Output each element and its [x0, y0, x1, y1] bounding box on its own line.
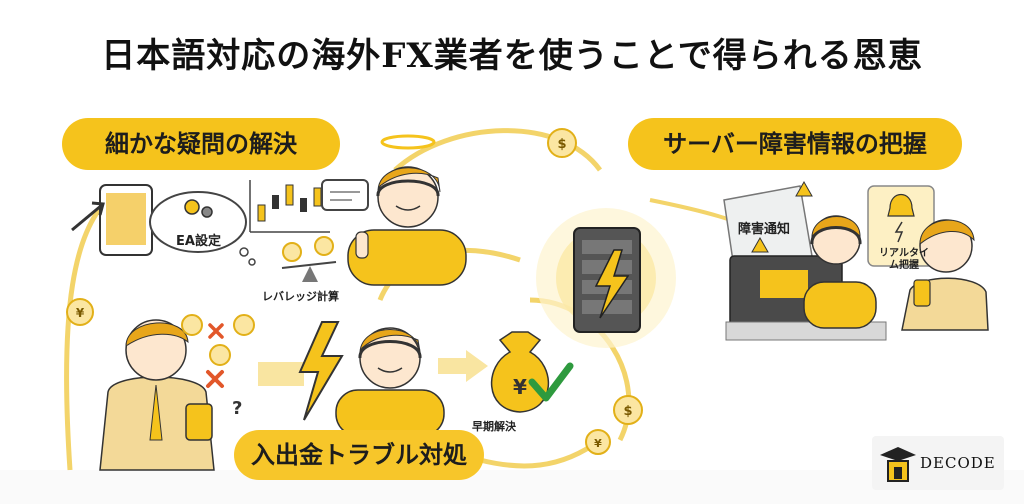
operator-bottom — [335, 327, 445, 437]
dollar-coin-icon: $ — [613, 395, 643, 425]
yen-coin-icon: ¥ — [585, 429, 611, 455]
leverage-label: レバレッジ計算 — [262, 290, 339, 303]
lightning-bolt-icon — [258, 321, 344, 421]
chat-bubble-icon — [321, 179, 369, 211]
svg-text:$: $ — [623, 404, 632, 419]
logo-text: DECODE — [920, 454, 996, 472]
ea-settings-label: EA設定 — [176, 234, 221, 249]
candlestick-chart — [249, 180, 330, 233]
realtime-label: リアルタイム把握 — [879, 248, 929, 271]
dollar-coin-icon: $ — [547, 128, 577, 158]
section-label-server: サーバー障害情報の把握 — [628, 118, 962, 170]
section-label-questions: 細かな疑問の解決 — [62, 118, 340, 170]
operator-desk — [725, 215, 887, 341]
svg-text:¥: ¥ — [76, 306, 85, 320]
man-with-phone — [901, 219, 989, 331]
early-resolution-label: 早期解決 — [472, 420, 516, 433]
server-icon — [536, 208, 676, 348]
section-label-deposit: 入出金トラブル対処 — [234, 430, 484, 480]
money-bag-icon: ¥ — [490, 331, 550, 413]
yen-coin-icon: ¥ — [66, 298, 94, 326]
logo-mark-icon — [880, 447, 916, 482]
operator-top — [347, 134, 467, 286]
forward-arrows — [438, 350, 488, 382]
check-icon — [528, 362, 574, 402]
ea-settings-cloud — [149, 191, 256, 266]
decode-logo: DECODE — [872, 436, 1004, 490]
svg-text:¥: ¥ — [594, 437, 602, 450]
confused-customer: ? — [99, 319, 242, 471]
svg-text:¥: ¥ — [513, 375, 527, 399]
fault-notice-label: 障害通知 — [738, 222, 791, 237]
bell-icon — [867, 185, 935, 267]
svg-text:?: ? — [232, 398, 242, 419]
svg-text:$: $ — [557, 137, 566, 152]
currency-exchange-icon — [181, 314, 255, 388]
page-title: 日本語対応の海外FX業者を使うことで得られる恩恵 — [101, 36, 923, 76]
balance-scale-icon — [281, 236, 337, 282]
tablet-icon — [71, 184, 153, 256]
fault-notice-panel — [723, 180, 813, 269]
